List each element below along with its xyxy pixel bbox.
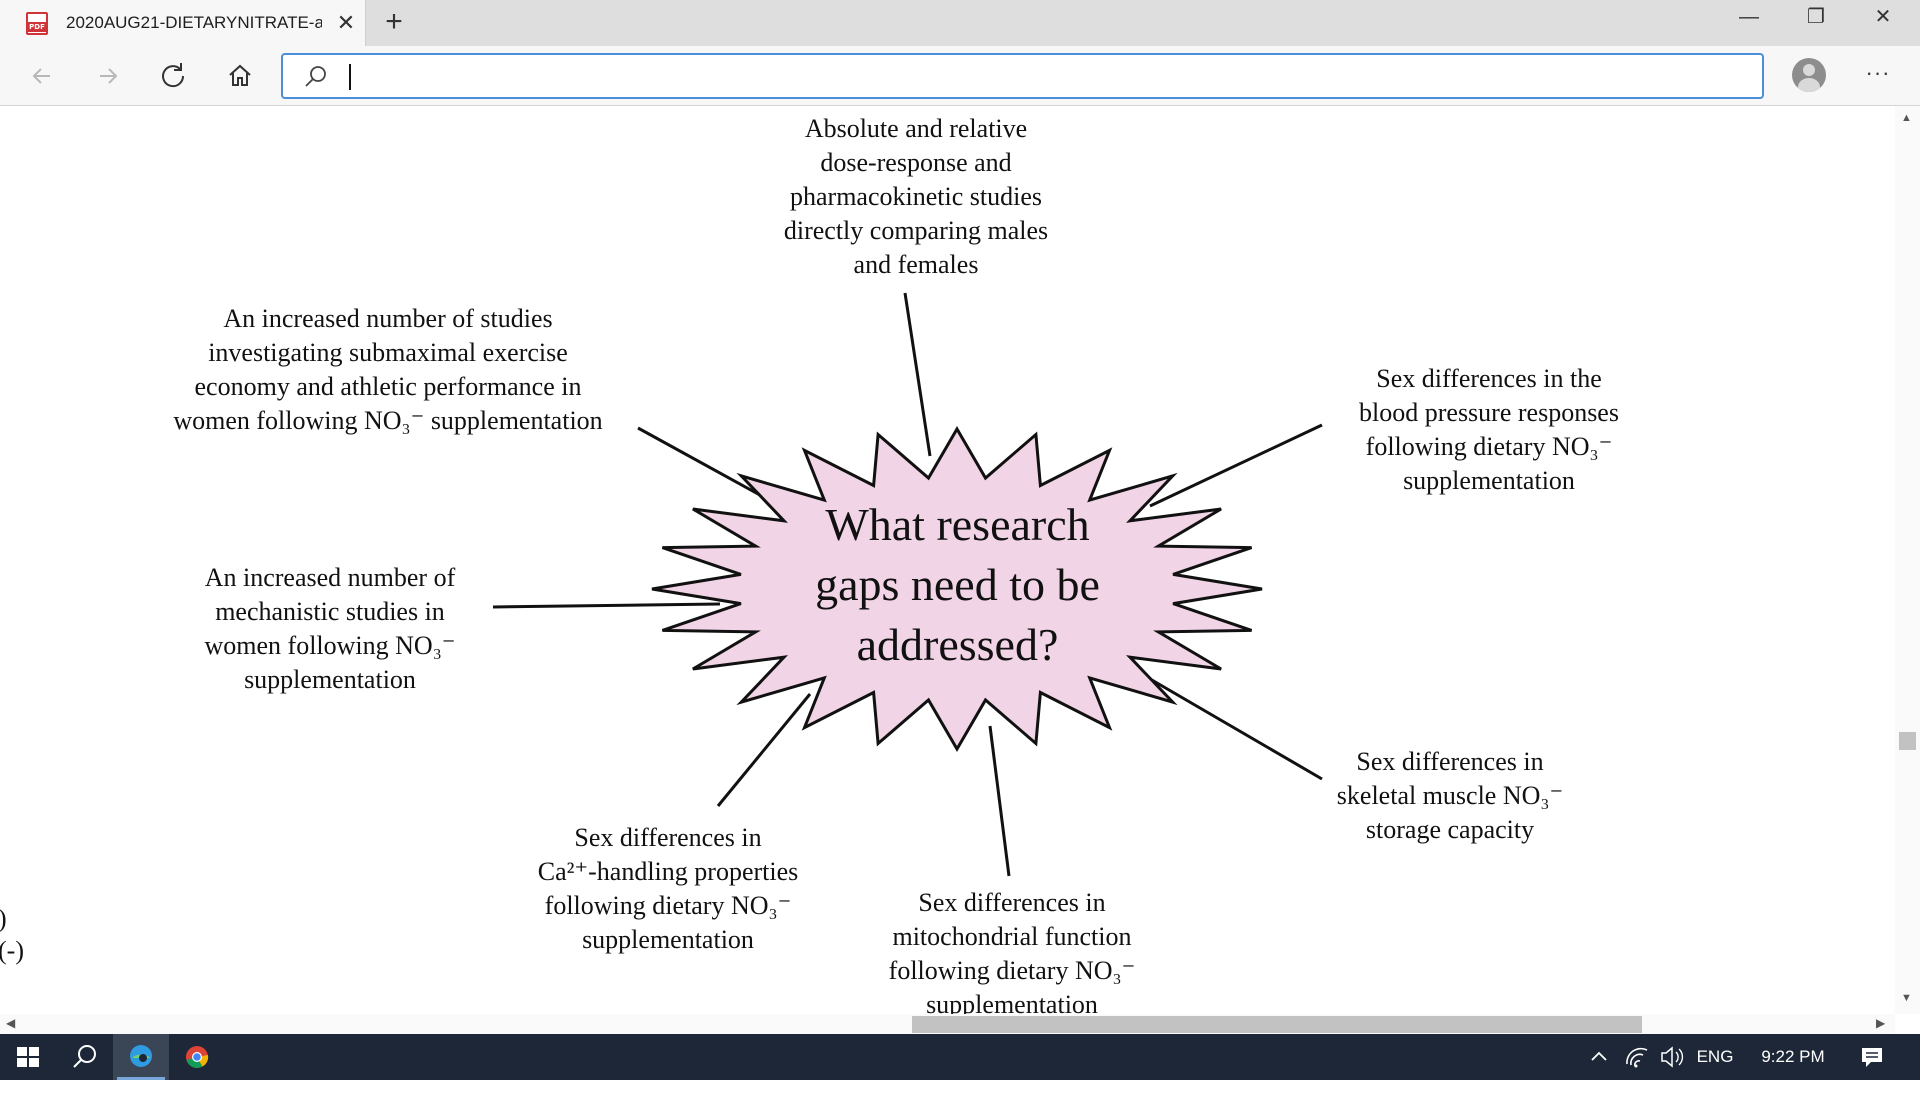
back-button[interactable] — [24, 58, 60, 94]
close-window-button[interactable]: ✕ — [1874, 6, 1892, 28]
active-indicator — [117, 1077, 165, 1080]
scroll-down-icon[interactable]: ▼ — [1901, 992, 1912, 1004]
windows-taskbar: ENG 9:22 PM — [0, 1034, 1920, 1080]
vertical-scrollbar[interactable]: ▲ ▼ — [1895, 106, 1920, 1014]
node-line: dose-response and — [820, 148, 1012, 177]
node-line: Sex differences in — [1356, 747, 1544, 776]
browser-tab[interactable]: PDF 2020AUG21-DIETARYNITRATE-ap ✕ — [0, 0, 366, 47]
address-input[interactable] — [347, 61, 1727, 91]
home-button[interactable] — [222, 58, 258, 94]
tab-close-icon[interactable]: ✕ — [336, 10, 356, 35]
address-bar[interactable] — [281, 53, 1764, 99]
node-top: Absolute and relative dose-response and … — [740, 112, 1092, 282]
horizontal-scrollbar[interactable]: ◀ ▶ — [0, 1014, 1895, 1034]
scroll-left-icon[interactable]: ◀ — [6, 1016, 16, 1030]
forward-button[interactable] — [90, 58, 126, 94]
node-line: Sex differences in — [918, 888, 1106, 917]
node-line: Absolute and relative — [804, 114, 1028, 143]
node-line: mechanistic studies in — [215, 597, 445, 626]
node-bottom: Sex differences in mitochondrial functio… — [862, 886, 1162, 1014]
node-line: economy and athletic performance in — [194, 372, 582, 401]
node-line: Sex differences in — [574, 823, 762, 852]
minimize-button[interactable]: — — [1739, 6, 1759, 28]
restore-button[interactable]: ❐ — [1807, 6, 1825, 28]
profile-avatar[interactable] — [1792, 58, 1826, 92]
node-line: supplementation — [926, 990, 1098, 1014]
node-line: Ca²⁺-handling properties — [537, 857, 799, 886]
node-line: An increased number of — [204, 563, 456, 592]
pdf-icon: PDF — [26, 12, 48, 35]
volume-icon[interactable] — [1656, 1034, 1686, 1080]
center-question: What research gaps need to be addressed? — [760, 495, 1155, 675]
horizontal-scroll-thumb[interactable] — [912, 1016, 1642, 1033]
new-tab-button[interactable]: + — [385, 5, 403, 38]
margin-fragment: ) — [0, 902, 7, 936]
node-line: following dietary NO₃⁻ — [544, 891, 792, 920]
chrome-icon — [186, 1046, 209, 1068]
refresh-icon — [162, 63, 185, 88]
node-line: supplementation — [1403, 466, 1575, 495]
node-upper-right: Sex differences in the blood pressure re… — [1334, 362, 1644, 498]
edge-icon — [130, 1045, 152, 1067]
node-line: supplementation — [244, 665, 416, 694]
connector-bottom — [988, 725, 1011, 877]
taskbar-edge-button[interactable] — [113, 1034, 169, 1080]
node-left: An increased number of mechanistic studi… — [180, 561, 480, 697]
starburst-shape — [651, 426, 1263, 752]
connector-lower-left — [716, 693, 812, 807]
taskbar-chrome-button[interactable] — [169, 1034, 225, 1080]
node-line: supplementation — [582, 925, 754, 954]
center-line-3: addressed? — [856, 619, 1059, 670]
start-button[interactable] — [0, 1034, 56, 1080]
node-line: storage capacity — [1365, 815, 1535, 844]
node-line: women following NO₃⁻ — [204, 631, 456, 660]
node-line: Sex differences in the — [1376, 364, 1602, 393]
node-line: directly comparing males — [783, 216, 1049, 245]
scroll-up-icon[interactable]: ▲ — [1901, 112, 1912, 124]
node-line: skeletal muscle NO₃⁻ — [1336, 781, 1564, 810]
node-line: and females — [853, 250, 979, 279]
node-line: mitochondrial function — [892, 922, 1132, 951]
node-lower-left: Sex differences in Ca²⁺-handling propert… — [518, 821, 818, 957]
node-line: pharmacokinetic studies — [790, 182, 1042, 211]
pdf-viewer: What research gaps need to be addressed?… — [0, 106, 1895, 1014]
node-line: An increased number of studies — [223, 304, 553, 333]
wifi-icon[interactable] — [1622, 1034, 1652, 1080]
center-line-1: What research — [825, 499, 1090, 550]
search-icon — [305, 66, 326, 87]
research-gaps-diagram — [492, 292, 1323, 877]
arrow-right-icon — [100, 68, 118, 84]
tray-chevron-icon[interactable] — [1586, 1034, 1612, 1080]
home-icon — [229, 64, 251, 86]
language-indicator[interactable]: ENG — [1696, 1047, 1734, 1066]
node-line: women following NO₃⁻ supplementation — [173, 406, 603, 435]
more-menu-button[interactable]: ··· — [1865, 60, 1891, 85]
connector-lower-right — [1144, 674, 1323, 781]
taskbar-search-button[interactable] — [56, 1034, 112, 1080]
title-bar: PDF 2020AUG21-DIETARYNITRATE-ap ✕ + — ❐ … — [0, 0, 1920, 47]
node-lower-right: Sex differences in skeletal muscle NO₃⁻ … — [1305, 745, 1595, 847]
connector-top — [903, 292, 932, 457]
refresh-button[interactable] — [156, 58, 192, 94]
margin-fragment: (-) — [0, 936, 24, 965]
node-line: investigating submaximal exercise — [208, 338, 568, 367]
notification-icon[interactable] — [1854, 1034, 1890, 1080]
node-line: following dietary NO₃⁻ — [1365, 432, 1613, 461]
center-line-2: gaps need to be — [815, 559, 1100, 610]
browser-toolbar: ··· — [0, 46, 1920, 106]
arrow-left-icon — [32, 68, 50, 84]
windows-icon — [17, 1047, 39, 1067]
node-line: blood pressure responses — [1359, 398, 1619, 427]
connector-left — [492, 602, 721, 609]
vertical-scroll-thumb[interactable] — [1899, 732, 1916, 750]
node-upper-left: An increased number of studies investiga… — [148, 302, 628, 438]
search-icon — [73, 1045, 96, 1068]
scroll-right-icon[interactable]: ▶ — [1876, 1016, 1886, 1030]
tab-title: 2020AUG21-DIETARYNITRATE-ap — [66, 13, 322, 32]
clock[interactable]: 9:22 PM — [1761, 1047, 1825, 1066]
text-caret — [349, 64, 351, 90]
node-line: following dietary NO₃⁻ — [888, 956, 1136, 985]
connector-upper-right — [1149, 423, 1323, 508]
